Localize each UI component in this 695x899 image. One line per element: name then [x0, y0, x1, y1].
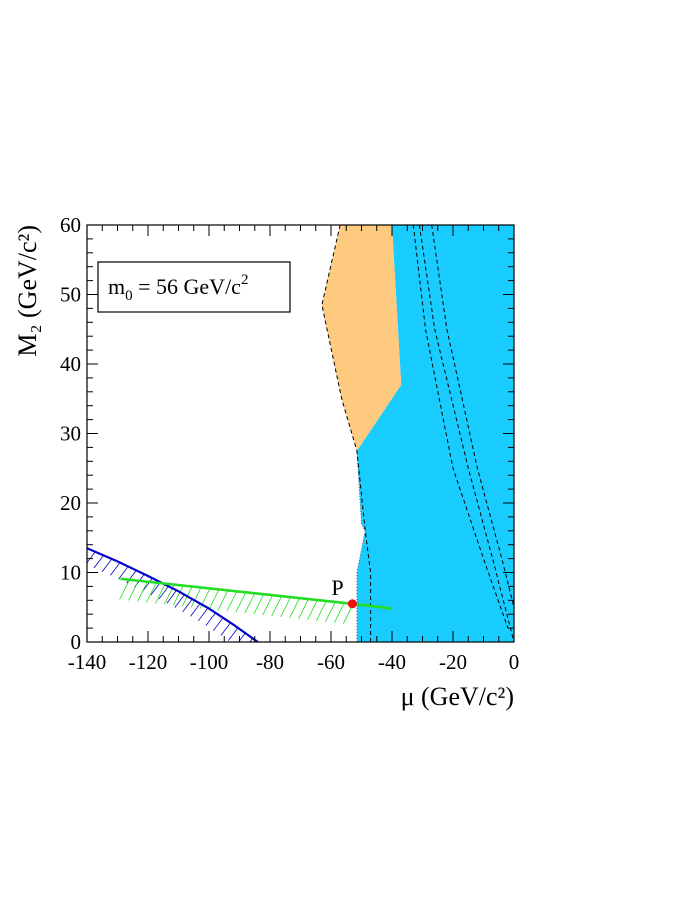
overlay-layer: [120, 577, 393, 610]
annotation-text: m0 = 56 GeV/c2: [108, 272, 248, 304]
hatch-mark: [119, 579, 130, 600]
hatch-mark: [197, 607, 209, 622]
axes-layer: -140 -120 -100 -80 -60 -40 -20 0 0 10 20 30 40 50 60: [60, 213, 519, 674]
dashed-boundary-right-2: [418, 225, 514, 642]
blue-curve-hatching: [87, 551, 253, 642]
dashed-boundary-right-3: [431, 225, 514, 608]
x-tick-label: -40: [378, 650, 406, 674]
point-p-marker: [347, 599, 357, 609]
hatch-mark: [213, 617, 224, 631]
hatch-mark: [126, 570, 137, 584]
hatch-mark: [146, 582, 157, 603]
y-tick-label: 60: [60, 213, 81, 237]
hatch-mark: [174, 594, 185, 608]
hatch-mark: [271, 595, 282, 617]
hatch-mark: [93, 555, 104, 569]
hatch-mark: [316, 600, 327, 621]
x-tick-label: -60: [317, 650, 345, 674]
hatch-mark: [228, 627, 239, 641]
hatch-mark: [235, 592, 247, 613]
y-tick-label: 10: [60, 561, 81, 585]
cyan-excluded-region: [356, 225, 514, 642]
hatch-mark: [280, 596, 291, 618]
y-tick-label: 20: [60, 491, 81, 515]
hatch-mark: [190, 587, 202, 608]
x-tick-label: -100: [190, 650, 229, 674]
x-tick-label: 0: [509, 650, 520, 674]
hatch-mark: [244, 593, 256, 614]
hatch-mark: [158, 586, 169, 600]
hatch-mark: [142, 577, 153, 592]
annotation-box: m0 = 56 GeV/c2: [97, 261, 291, 313]
hatch-mark: [208, 589, 220, 610]
hatch-mark: [262, 595, 274, 616]
hatch-mark: [226, 591, 238, 612]
x-axis-label: μ (GeV/c²): [401, 682, 514, 711]
hatch-mark: [220, 622, 231, 636]
hatch-mark: [217, 590, 229, 611]
hatch-mark: [205, 612, 216, 626]
hatch-mark: [150, 581, 161, 596]
blue-limit-curve: [87, 547, 259, 642]
x-tick-label: -120: [129, 650, 168, 674]
dashed-boundary-left: [321, 225, 372, 642]
hatch-mark: [307, 599, 318, 620]
y-axis-label: M₂ (GeV/c²): [13, 225, 42, 357]
hatch-mark: [110, 562, 121, 576]
cyan-region-outline: [356, 450, 366, 642]
hatch-mark: [101, 558, 113, 572]
y-tick-label: 30: [60, 422, 81, 446]
plot-area: [87, 225, 514, 642]
y-tick-label: 40: [60, 352, 81, 376]
hatch-mark: [137, 581, 148, 602]
hatch-mark: [190, 603, 201, 617]
hatch-mark: [333, 602, 345, 623]
hatch-mark: [249, 638, 253, 642]
x-tick-label: -140: [68, 650, 107, 674]
hatch-mark: [166, 590, 177, 604]
hatch-mark: [253, 594, 265, 615]
y-tick-label: 50: [60, 283, 81, 307]
y-tick-label: 0: [71, 630, 82, 654]
x-tick-label: -80: [256, 650, 284, 674]
hatch-mark: [155, 583, 166, 604]
green-line-hatching: [119, 579, 354, 624]
dashed-boundary-right-1: [412, 225, 509, 629]
point-p-label: P: [331, 575, 343, 600]
hatch-mark: [298, 598, 309, 620]
orange-excluded-region: [321, 225, 402, 451]
hatch-mark: [238, 632, 246, 642]
hatch-mark: [118, 566, 129, 580]
hatch-mark: [325, 601, 336, 622]
hatch-mark: [182, 598, 193, 613]
hatch-mark: [128, 580, 139, 601]
hatch-mark: [172, 585, 184, 606]
x-tick-label: -20: [439, 650, 467, 674]
hatch-mark: [289, 597, 300, 619]
